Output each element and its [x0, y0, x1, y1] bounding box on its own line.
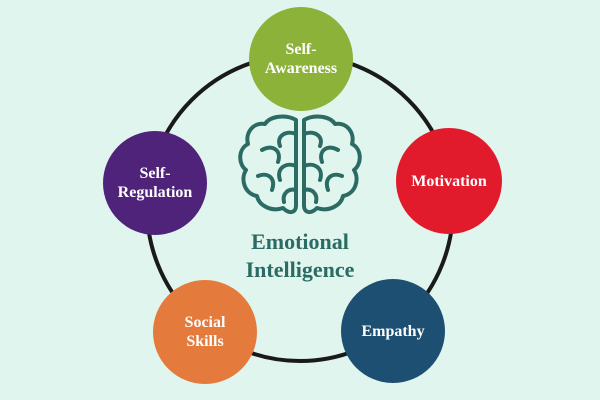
center-title-line2: Intelligence: [245, 257, 355, 282]
node-empathy: Empathy: [341, 279, 445, 383]
node-label-line1: Self-: [285, 41, 317, 58]
node-label-line1: Empathy: [361, 322, 425, 340]
center-title-line1: Emotional: [251, 229, 349, 254]
node-label-line1: Social: [184, 314, 226, 331]
node-label-line2: Skills: [186, 333, 224, 350]
center-title: Emotional Intelligence: [195, 228, 405, 284]
node-self-regulation: Self- Regulation: [103, 131, 207, 235]
node-social-skills: Social Skills: [153, 280, 257, 384]
brain-icon: [238, 114, 362, 215]
node-self-awareness: Self- Awareness: [249, 7, 353, 111]
node-label-line1: Motivation: [411, 172, 487, 190]
node-label-line2: Regulation: [117, 184, 193, 201]
node-label-line1: Self-: [139, 165, 171, 182]
node-motivation: Motivation: [396, 128, 502, 234]
node-label-line2: Awareness: [264, 60, 338, 77]
